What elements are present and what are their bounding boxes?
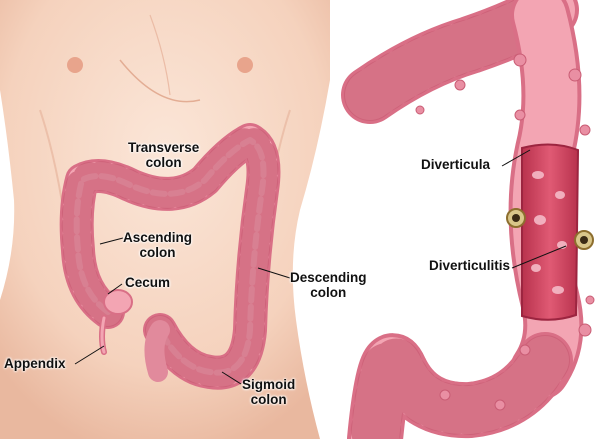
label-cecum: Cecum [125, 275, 170, 290]
nipple-left [67, 57, 83, 73]
label-sigmoid-colon: Sigmoid colon [242, 377, 295, 407]
label-diverticulitis: Diverticulitis [429, 258, 510, 273]
nipple-right [237, 57, 253, 73]
label-ascending-colon: Ascending colon [123, 230, 192, 260]
label-transverse-colon: Transverse colon [128, 140, 199, 170]
label-diverticula: Diverticula [421, 157, 490, 172]
label-appendix: Appendix [4, 356, 66, 371]
label-descending-colon: Descending colon [290, 270, 367, 300]
